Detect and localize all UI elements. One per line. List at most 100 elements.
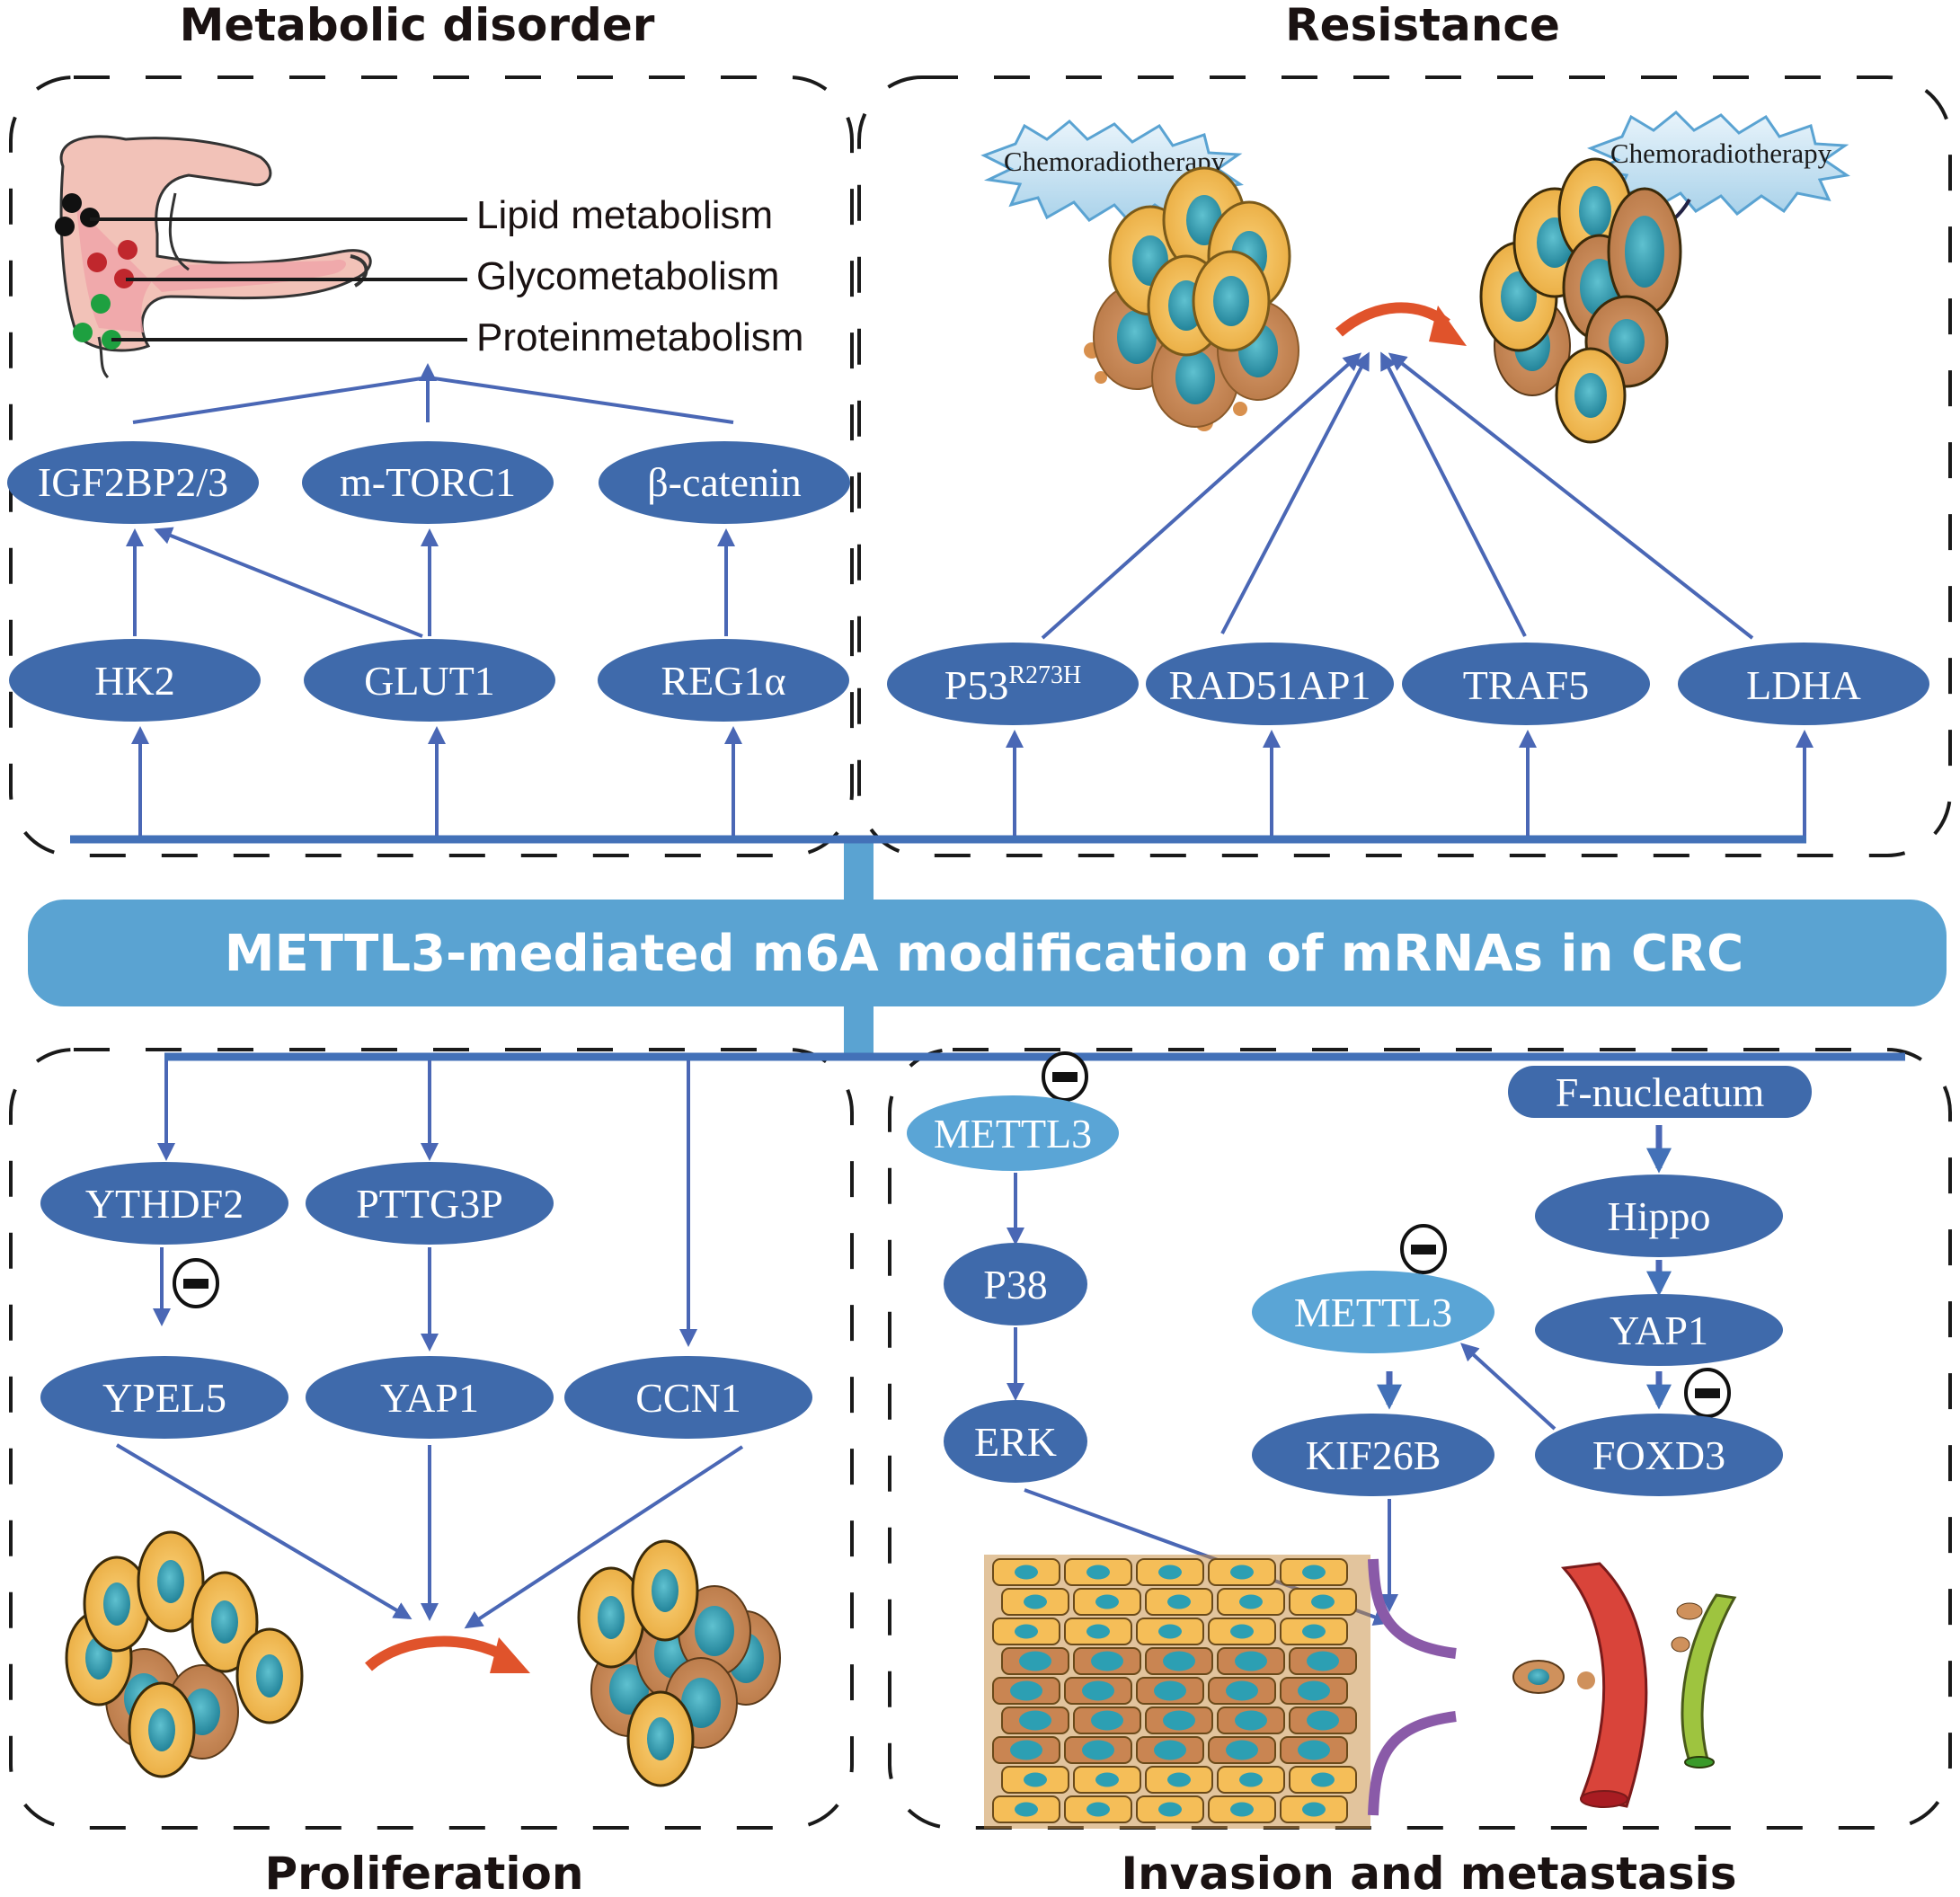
cell-nucleus — [1086, 1802, 1110, 1817]
edge-ccn1-to-proliferation — [464, 1445, 744, 1629]
cell-nucleus — [1158, 1802, 1182, 1817]
cell-nucleus — [1091, 1710, 1123, 1731]
node-erk[interactable]: ERK — [944, 1400, 1087, 1483]
node-mettl3-middle[interactable]: METTL3 — [1252, 1271, 1494, 1353]
cell-nucleus — [1226, 1680, 1258, 1701]
svg-text:KIF26B: KIF26B — [1306, 1432, 1441, 1478]
svg-text:YPEL5: YPEL5 — [102, 1375, 226, 1421]
svg-text:CCN1: CCN1 — [635, 1375, 741, 1421]
node-mettl3-left[interactable]: METTL3 — [907, 1095, 1119, 1171]
protein-dot — [91, 294, 111, 314]
node-kif26b[interactable]: KIF26B — [1252, 1414, 1494, 1496]
cell-nucleus — [1235, 1710, 1267, 1731]
edge-catenin-to-metabolism — [427, 376, 734, 424]
node-igf2bp[interactable]: IGF2BP2/3 — [7, 441, 259, 524]
panel-frame-invasion — [888, 1048, 1952, 1830]
cell-nucleus — [1158, 1624, 1182, 1639]
transition-arrowhead-proliferation — [490, 1637, 530, 1673]
cell-nucleus — [1167, 1594, 1191, 1609]
cell-nucleus — [1302, 1802, 1326, 1817]
cell-nucleus — [1167, 1772, 1191, 1787]
cell-nucleus — [1015, 1624, 1038, 1639]
cell-nucleus — [1024, 1594, 1047, 1609]
node-traf5[interactable]: TRAF5 — [1402, 643, 1650, 725]
node-mtorc1[interactable]: m-TORC1 — [302, 441, 554, 524]
node-ythdf2[interactable]: YTHDF2 — [40, 1162, 288, 1245]
svg-text:YTHDF2: YTHDF2 — [85, 1181, 244, 1227]
banner-label: METTL3-mediated m6A modification of mRNA… — [225, 925, 1744, 983]
cell-nucleus — [1311, 1594, 1335, 1609]
cell-nucleus — [1024, 1772, 1047, 1787]
node-hk2[interactable]: HK2 — [9, 639, 261, 722]
node-pttg3p[interactable]: PTTG3P — [306, 1162, 554, 1245]
edge-ypel5-to-proliferation — [115, 1443, 412, 1620]
svg-text:P53R273H: P53R273H — [945, 661, 1082, 708]
node-f-nucleatum[interactable]: F-nucleatum — [1508, 1066, 1812, 1118]
node-ypel5[interactable]: YPEL5 — [40, 1356, 288, 1439]
cell-nucleus — [1230, 1802, 1254, 1817]
legend-glyco: Glycometabolism — [476, 254, 779, 298]
svg-text:ERK: ERK — [974, 1419, 1057, 1465]
cell-nucleus — [1091, 1651, 1123, 1671]
cell-nucleus — [1095, 1594, 1119, 1609]
glyco-dot — [118, 240, 137, 260]
node-beta-catenin[interactable]: β-catenin — [599, 441, 850, 524]
cell-cluster-resistant — [1479, 157, 1682, 444]
glyco-dot — [87, 253, 107, 272]
cell-nucleus — [1095, 1772, 1119, 1787]
cell-cluster-proliferating — [577, 1539, 781, 1787]
node-ccn1[interactable]: CCN1 — [564, 1356, 812, 1439]
cell-nucleus — [1307, 1651, 1339, 1671]
inhibition-icon — [1684, 1368, 1731, 1418]
svg-text:FOXD3: FOXD3 — [1592, 1432, 1725, 1478]
central-banner — [28, 900, 1947, 1006]
legend-lipid: Lipid metabolism — [476, 193, 773, 237]
cell-nucleus — [1298, 1680, 1330, 1701]
cell-nucleus — [1086, 1565, 1110, 1580]
svg-text:REG1α: REG1α — [661, 658, 785, 704]
edge-ldha-to-resistance — [1388, 352, 1754, 640]
cell-nucleus — [1019, 1710, 1051, 1731]
edge-traf5-to-resistance — [1380, 351, 1527, 637]
cell-nucleus — [1226, 1740, 1258, 1760]
node-ldha[interactable]: LDHA — [1678, 643, 1929, 725]
cell-nucleus — [1239, 1594, 1263, 1609]
svg-text:RAD51AP1: RAD51AP1 — [1169, 662, 1371, 708]
lipid-dot — [62, 193, 82, 213]
title-proliferation: Proliferation — [265, 1848, 584, 1897]
cell-nucleus — [1239, 1772, 1263, 1787]
cell-nucleus — [1154, 1740, 1186, 1760]
edge-rad51ap1-to-resistance — [1220, 351, 1370, 634]
cell-nucleus — [1158, 1565, 1182, 1580]
node-yap1-proliferation[interactable]: YAP1 — [306, 1356, 554, 1439]
cell-nucleus — [1010, 1680, 1042, 1701]
edge-glut1-to-igf — [154, 527, 423, 638]
cell-cluster-sensitive — [1084, 166, 1299, 431]
node-glut1[interactable]: GLUT1 — [304, 639, 555, 722]
node-hippo[interactable]: Hippo — [1535, 1175, 1783, 1257]
cell-nucleus — [1302, 1624, 1326, 1639]
cell-nucleus — [1082, 1680, 1114, 1701]
title-metabolic-disorder: Metabolic disorder — [180, 0, 655, 51]
cell-nucleus — [1015, 1565, 1038, 1580]
inhibition-icon — [173, 1258, 219, 1308]
svg-text:IGF2BP2/3: IGF2BP2/3 — [38, 459, 228, 505]
svg-text:HK2: HK2 — [94, 658, 174, 704]
svg-text:m-TORC1: m-TORC1 — [340, 459, 516, 505]
svg-text:TRAF5: TRAF5 — [1463, 662, 1590, 708]
node-p38[interactable]: P38 — [944, 1243, 1087, 1325]
inhibition-icon — [1042, 1051, 1088, 1102]
node-yap1-invasion[interactable]: YAP1 — [1535, 1294, 1783, 1366]
transition-arrow-proliferation — [365, 1635, 511, 1671]
node-p53[interactable]: P53R273H — [887, 643, 1139, 725]
cell-nucleus — [1230, 1624, 1254, 1639]
node-rad51ap1[interactable]: RAD51AP1 — [1146, 643, 1394, 725]
panel-frame-resistance — [857, 75, 1952, 857]
node-foxd3[interactable]: FOXD3 — [1535, 1414, 1783, 1496]
tissue-invasion-illustration — [984, 1555, 1737, 1829]
edge-p53-to-resistance — [1041, 352, 1361, 640]
node-reg1a[interactable]: REG1α — [598, 639, 849, 722]
svg-text:YAP1: YAP1 — [380, 1375, 479, 1421]
cell-nucleus — [1019, 1651, 1051, 1671]
